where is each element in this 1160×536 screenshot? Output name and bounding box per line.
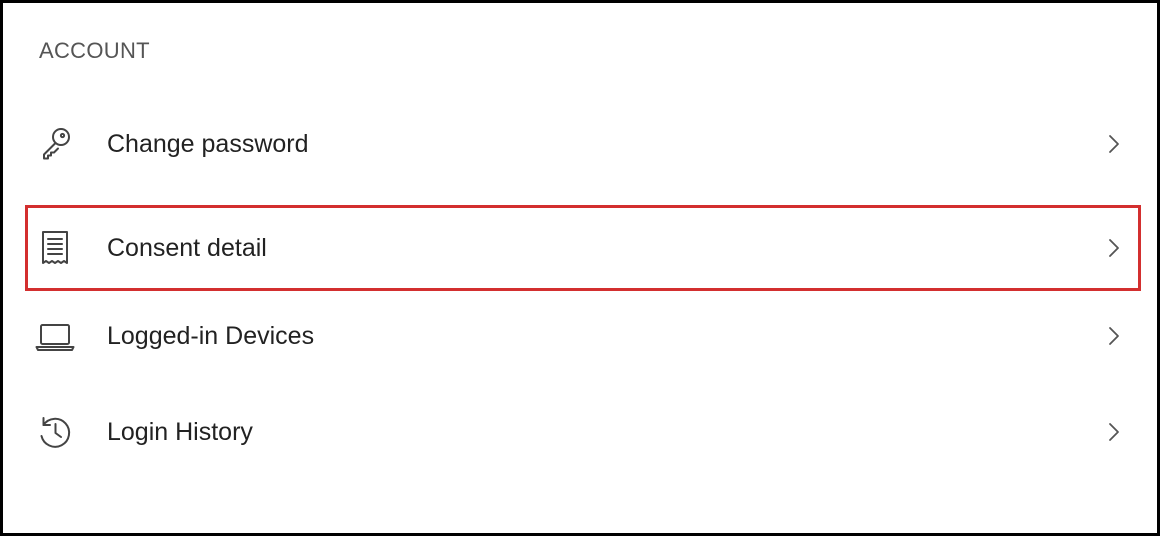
chevron-right-icon <box>1107 133 1121 155</box>
menu-item-label: Change password <box>107 130 309 158</box>
receipt-icon <box>35 228 75 268</box>
key-icon <box>35 124 75 164</box>
menu-item-consent-detail[interactable]: Consent detail <box>25 205 1141 291</box>
menu-item-login-history[interactable]: Login History <box>25 389 1141 475</box>
menu-item-label: Logged-in Devices <box>107 322 315 350</box>
chevron-right-icon <box>1107 421 1121 443</box>
chevron-right-icon <box>1107 325 1121 347</box>
menu-item-change-password[interactable]: Change password <box>25 101 1141 187</box>
chevron-right-icon <box>1107 237 1121 259</box>
menu-item-label: Login History <box>107 418 253 446</box>
history-icon <box>35 412 75 452</box>
section-title: ACCOUNT <box>39 38 150 63</box>
laptop-icon <box>35 316 75 356</box>
menu-item-logged-in-devices[interactable]: Logged-in Devices <box>25 293 1141 379</box>
menu-item-label: Consent detail <box>107 234 267 262</box>
